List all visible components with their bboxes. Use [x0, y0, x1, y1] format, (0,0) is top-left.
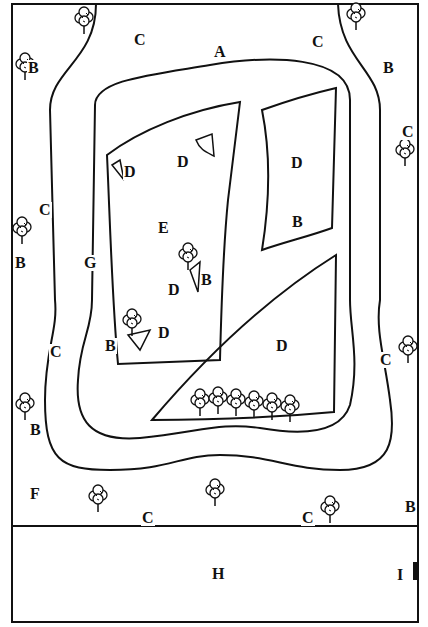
plan-letter: G	[83, 255, 97, 271]
plan-letter: C	[401, 124, 415, 140]
bed-letter: B	[291, 214, 304, 230]
bed-letter: E	[157, 220, 170, 236]
bed-letter: D	[176, 154, 190, 170]
plan-letter: C	[379, 352, 393, 368]
bed-letter: D	[123, 164, 137, 180]
garden-bed: DB	[255, 80, 345, 260]
plan-letter: C	[38, 202, 52, 218]
plan-letter: F	[29, 486, 41, 502]
bed-outline	[145, 245, 345, 430]
garden-bed: D	[145, 245, 345, 430]
plan-letter: B	[382, 60, 395, 76]
plan-letter: B	[29, 422, 42, 438]
bed-letter: D	[167, 282, 181, 298]
plan-letter: C	[311, 34, 325, 50]
plan-letter: I	[396, 567, 404, 583]
bed-outline	[95, 95, 255, 375]
bed-letter: D	[157, 325, 171, 341]
plan-letter: B	[14, 255, 27, 271]
plan-letter: C	[133, 32, 147, 48]
bed-letter: B	[200, 272, 213, 288]
plan-letter: H	[211, 566, 225, 582]
garden-bed: D D E D B B D	[95, 95, 255, 375]
plan-letter: B	[404, 499, 417, 515]
bed-letter: D	[290, 155, 304, 171]
plan-letter: C	[141, 510, 155, 526]
bed-letter: B	[104, 338, 117, 354]
plan-letter: A	[213, 44, 227, 60]
plan-letter: C	[301, 510, 315, 526]
bed-letter: D	[275, 338, 289, 354]
plan-letter: C	[49, 344, 63, 360]
plan-letter: B	[27, 60, 40, 76]
